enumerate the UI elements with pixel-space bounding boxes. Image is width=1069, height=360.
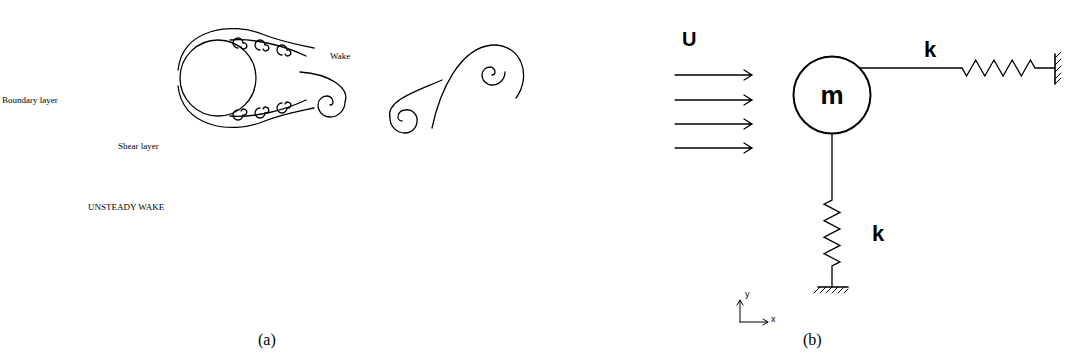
figure-subtitle: UNSTEADY WAKE: [88, 203, 164, 213]
wake-vortex: [390, 80, 442, 133]
shear-vortex: [255, 107, 269, 118]
mass-label: m: [820, 82, 843, 108]
shear-vortex: [233, 109, 247, 120]
node-outline: [794, 57, 871, 134]
shear-layer-label: Shear layer: [118, 142, 159, 152]
panel-label: (a): [258, 331, 276, 349]
spring-symbol: [824, 134, 840, 288]
boundary-layer-label: Boundary layer: [2, 96, 58, 106]
flow-arrow: [675, 119, 752, 129]
shear-vortex: [277, 45, 291, 56]
spring-stiffness-label: k: [924, 38, 936, 62]
x-axis-arrow: [740, 319, 768, 325]
flow-arrows: [675, 70, 752, 153]
panel-label: (b): [803, 331, 822, 349]
wake-vortex: [300, 72, 346, 117]
ground-hatch: [814, 287, 848, 293]
wall-hatch: [1055, 52, 1061, 84]
flow-arrow: [675, 95, 752, 105]
spring-stiffness-label: k: [872, 222, 884, 246]
flow-arrow: [675, 70, 752, 80]
shear-vortex: [255, 40, 269, 51]
shear-vortex: [233, 38, 247, 49]
wake-label: Wake: [330, 52, 350, 62]
axis-label: x: [771, 315, 776, 325]
shear-layer-outline: [178, 29, 314, 70]
shear-vortex: [277, 102, 291, 113]
fixed-wall: [1054, 54, 1056, 84]
mass-circle: m: [792, 55, 872, 135]
y-axis-arrow: [737, 300, 743, 322]
shear-layer-outline: [178, 86, 314, 127]
flow-velocity-label: U: [682, 28, 696, 50]
cylinder: [180, 40, 256, 116]
axis-label: y: [745, 290, 750, 300]
spring-symbol: [859, 60, 1055, 76]
wake-vortex: [482, 67, 505, 85]
wake-vortex: [432, 45, 524, 128]
flow-arrow: [675, 143, 752, 153]
